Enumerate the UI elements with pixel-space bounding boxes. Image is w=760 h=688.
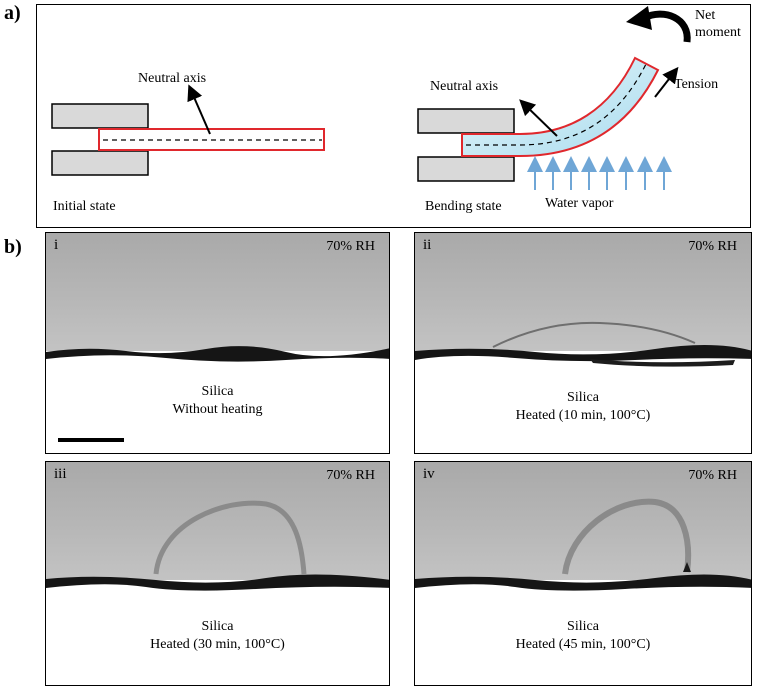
tension-label: Tension [674,77,719,92]
clamp-bottom-right [417,156,515,182]
photo-index: iv [423,466,435,482]
net-moment-label-line1: Net [695,8,716,23]
humidity-label: 70% RH [688,239,737,254]
arrow-icon [187,84,211,135]
water-vapor-arrows [527,156,672,190]
caption-line2: Without heating [172,402,263,417]
bending-state-label: Bending state [425,199,502,214]
caption-line1: Silica [201,619,234,634]
photo-index: iii [54,466,67,482]
photo-panel-iii: iii 70% RH Silica Heated (30 min, 100°C) [45,461,390,686]
caption-line2: Heated (45 min, 100°C) [515,637,651,652]
photo-background [46,462,389,580]
neutral-axis-label-left: Neutral axis [138,71,207,86]
caption-line2: Heated (30 min, 100°C) [150,637,285,652]
clamp-bottom-left [51,150,149,176]
photo-substrate [46,346,389,362]
water-vapor-label: Water vapor [545,196,614,211]
humidity-label: 70% RH [326,468,375,483]
neutral-axis-label-right: Neutral axis [430,79,499,94]
arrow-icon [654,66,679,98]
caption-line1: Silica [201,384,234,399]
caption-line2: Heated (10 min, 100°C) [515,408,651,423]
clamp-top-left [51,103,149,129]
clamp-top-right [417,108,515,134]
net-moment-label-line2: moment [695,25,741,40]
photo-sample [415,498,751,591]
film-bent [461,56,660,157]
panel-b-label: b) [4,236,22,258]
neutral-axis-line-bent [466,63,647,146]
photo-background [46,233,389,351]
caption-line1: Silica [567,619,599,634]
photo-sample [46,500,389,591]
photo-panel-iv: iv 70% RH Silica Heated (45 min, 100°C) [414,461,752,686]
photo-background [415,462,751,580]
humidity-label: 70% RH [326,239,375,254]
caption-line1: Silica [567,390,599,405]
photo-index: ii [423,237,432,253]
photo-background [415,233,751,351]
photo-panel-ii: ii 70% RH Silica Heated (10 min, 100°C) [414,232,752,454]
arrow-icon [519,99,558,137]
humidity-label: 70% RH [688,468,737,483]
scale-bar [58,438,124,442]
panel-a-frame [36,4,751,228]
panel-a-label: a) [4,2,21,24]
photo-index: i [54,237,59,253]
panel-a-diagram [51,6,691,190]
curved-arrow-head [626,6,652,30]
photo-sample [415,321,751,367]
curved-arrow-icon [642,10,691,43]
photo-panel-i: i 70% RH Silica Without heating [45,232,390,454]
initial-state-label: Initial state [53,199,116,214]
